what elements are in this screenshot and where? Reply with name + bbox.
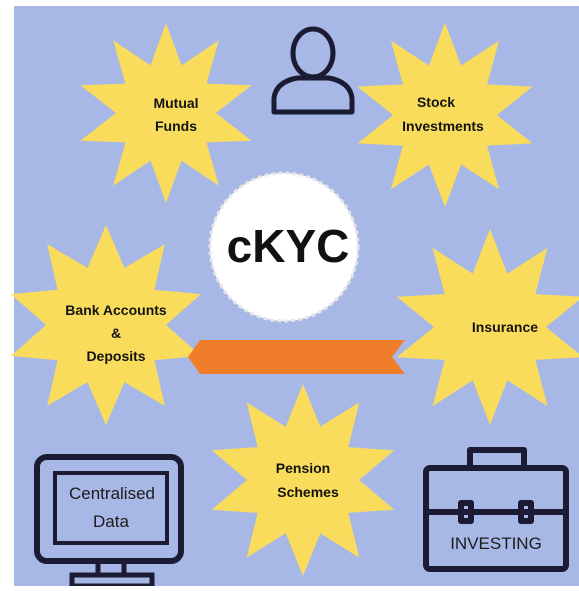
bank-accounts-line1: Bank Accounts — [65, 302, 167, 318]
mutual-funds-line2: Funds — [155, 118, 197, 134]
pension-schemes-line2: Schemes — [277, 484, 339, 500]
bank-accounts-line2: & — [111, 325, 121, 341]
insurance-label: Insurance — [472, 319, 538, 335]
briefcase-label: INVESTING — [450, 534, 542, 553]
star-insurance — [396, 229, 579, 425]
star-bank-accounts — [10, 225, 202, 425]
star-pension-schemes — [211, 384, 395, 576]
bank-accounts-line3: Deposits — [86, 348, 145, 364]
orange-ribbon — [188, 340, 405, 374]
monitor-line1: Centralised — [69, 484, 155, 503]
stock-investments-line2: Investments — [402, 118, 484, 134]
star-mutual-funds — [80, 23, 252, 203]
center-circle — [208, 171, 360, 323]
briefcase-icon — [423, 447, 569, 572]
mutual-funds-line1: Mutual — [153, 95, 198, 111]
center-label: cKYC — [227, 220, 350, 272]
star-stock-investments — [357, 23, 533, 207]
person-icon — [271, 26, 355, 115]
pension-schemes-line1: Pension — [276, 460, 330, 476]
stock-investments-line1: Stock — [417, 94, 455, 110]
monitor-line2: Data — [93, 512, 129, 531]
